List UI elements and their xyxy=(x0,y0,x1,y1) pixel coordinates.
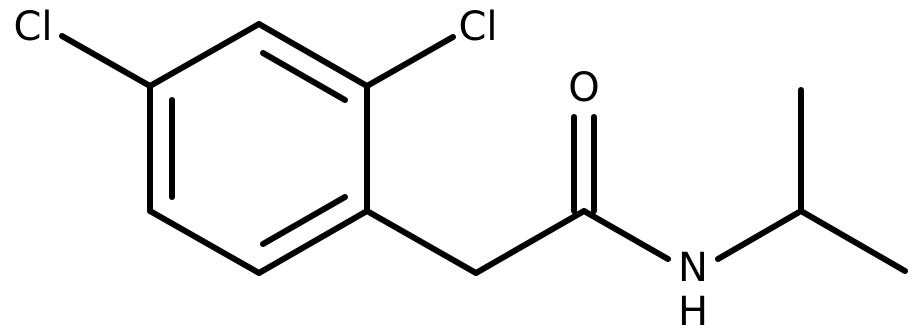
bond-ring-ch2 xyxy=(364,208,479,276)
bond-ch-methyl-right xyxy=(798,208,908,274)
ring-bond-c1-c2 xyxy=(256,21,370,89)
atom-label-oxygen: O xyxy=(568,65,599,111)
atom-label-cl-left: Cl xyxy=(13,4,52,50)
atom-label-nitrogen: N xyxy=(678,245,708,291)
benzene-ring xyxy=(147,21,370,276)
ring-double-bond-inner-bottom xyxy=(260,194,348,247)
bond-carbonyl-nitrogen xyxy=(581,208,671,262)
ring-bond-c4-c5 xyxy=(147,208,262,276)
bond-ch2-carbonyl xyxy=(473,208,587,276)
ring-bond-c6-c1 xyxy=(147,21,262,89)
bond-ring-cl-left xyxy=(59,33,153,89)
atom-label-cl-right: Cl xyxy=(458,4,497,50)
bond-ring-cl-right xyxy=(364,34,456,89)
ring-double-bond-inner-top xyxy=(260,50,348,103)
ring-bond-c3-c4 xyxy=(256,208,370,276)
bond-nitrogen-ch xyxy=(715,208,804,262)
atom-label-amide-hydrogen: H xyxy=(678,289,708,335)
